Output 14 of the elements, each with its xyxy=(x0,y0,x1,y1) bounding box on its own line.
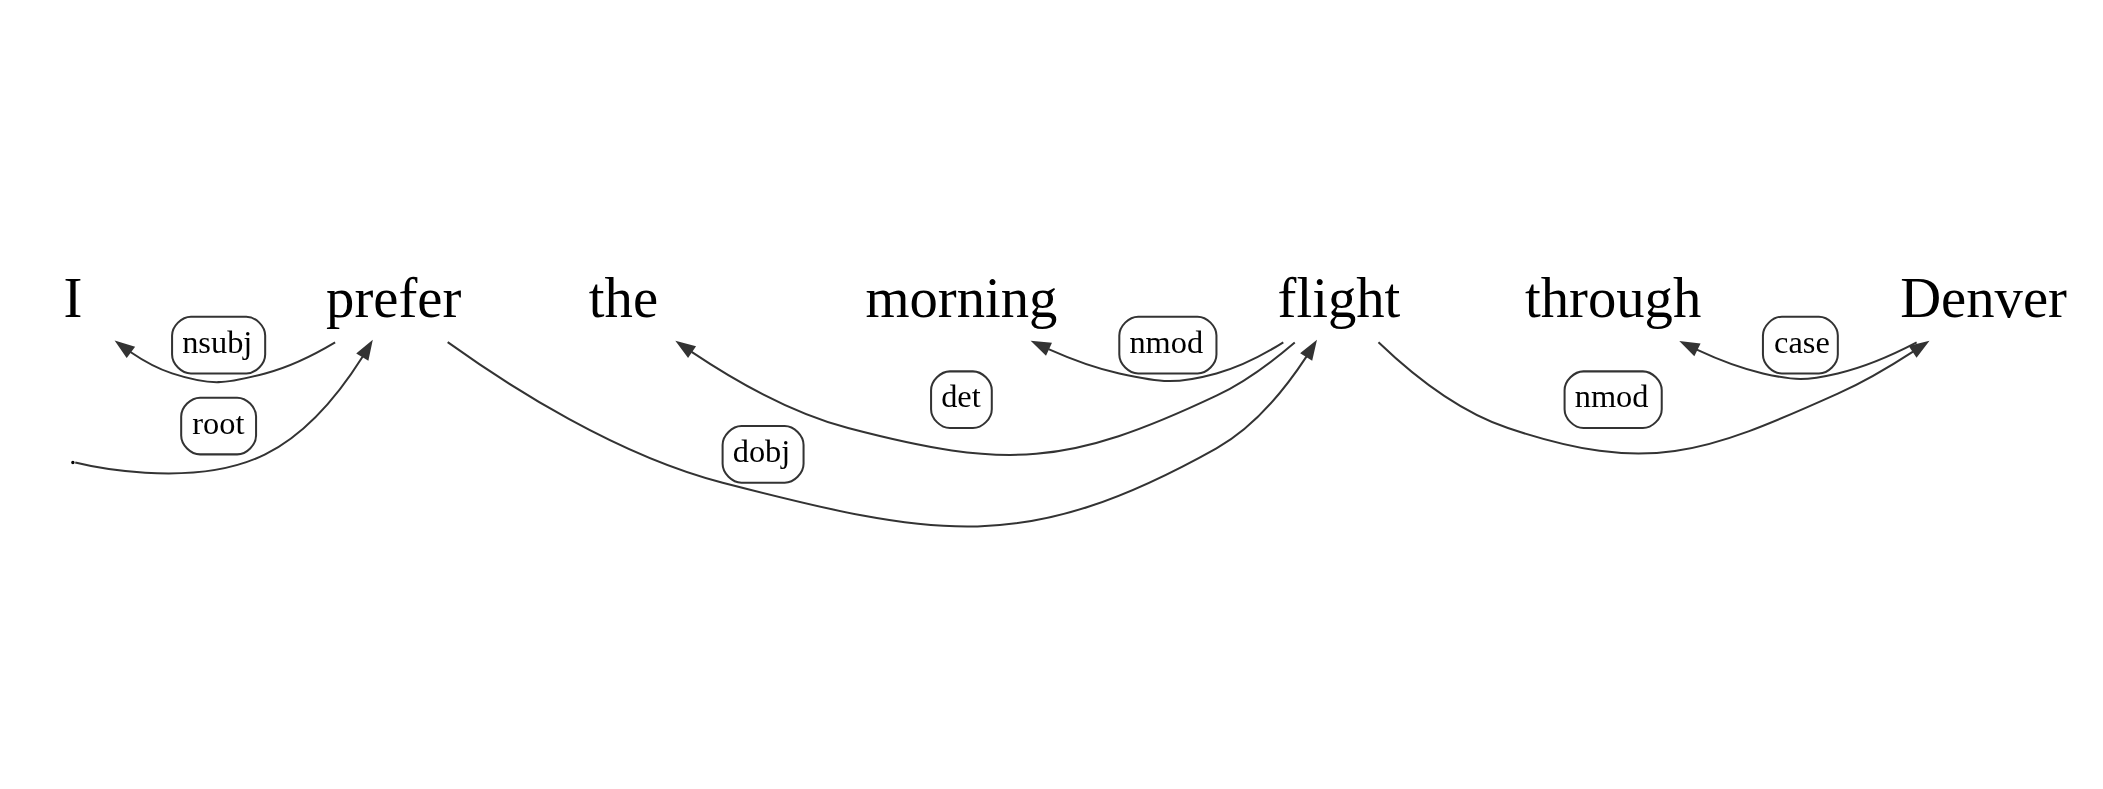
edge-label: dobj xyxy=(732,432,791,469)
edge-label: nmod xyxy=(1574,377,1649,414)
node-text: flight xyxy=(1277,266,1401,329)
edge-label: root xyxy=(192,404,245,441)
edge-label: det xyxy=(941,377,981,414)
edge-label: case xyxy=(1774,323,1830,360)
node-text: morning xyxy=(865,266,1058,329)
node-text: Denver xyxy=(1900,266,2067,329)
node-text: the xyxy=(588,266,659,329)
node-text: through xyxy=(1525,266,1702,329)
node-text: I xyxy=(63,266,83,329)
edge-label: nmod xyxy=(1129,323,1204,360)
node-text: prefer xyxy=(326,266,462,329)
edge-label: nsubj xyxy=(182,323,253,360)
